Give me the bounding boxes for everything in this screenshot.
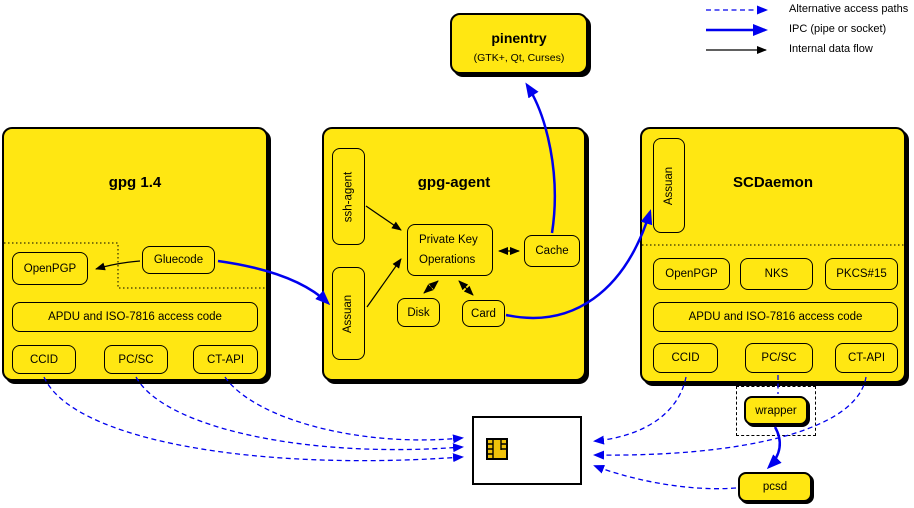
cache-box: Cache: [524, 235, 580, 267]
gpg14-ctapi-box: CT-API: [193, 345, 258, 374]
alt-pcsd-to-card: [593, 465, 737, 490]
gpg-agent-ssh-agent-label: ssh-agent: [342, 171, 355, 222]
gpg14-apdu-label: APDU and ISO-7816 access code: [48, 311, 222, 323]
scdaemon-title: SCDaemon: [732, 174, 814, 191]
pcsd-label: pcsd: [762, 481, 788, 493]
gpg14-pcsc-box: PC/SC: [104, 345, 168, 374]
scdaemon-ccid-label: CCID: [671, 352, 700, 364]
cache-label: Cache: [535, 245, 569, 257]
gpg14-openpgp-label: OpenPGP: [23, 262, 77, 275]
scdaemon-pkcs15-label: PKCS#15: [836, 268, 887, 280]
gpg14-title: gpg 1.4: [108, 174, 162, 191]
pinentry-title: pinentry: [491, 30, 547, 46]
wrapper-label: wrapper: [755, 404, 797, 417]
private-key-operations-line2: Operations: [419, 254, 476, 267]
gpg14-pcsc-label: PC/SC: [118, 353, 154, 366]
alt-gpg14-pcsc-to-card: [135, 376, 464, 453]
scdaemon-nks-label: NKS: [764, 268, 789, 280]
gpg14-gluecode-box: Gluecode: [142, 246, 215, 274]
scdaemon-ctapi-box: CT-API: [835, 343, 898, 373]
gpg-agent-assuan-box: Assuan: [332, 267, 365, 360]
gpg-agent-assuan-label: Assuan: [342, 294, 355, 333]
scdaemon-nks-box: NKS: [740, 258, 813, 290]
scdaemon-apdu-box: APDU and ISO-7816 access code: [653, 302, 898, 332]
private-key-operations-line1: Private Key: [419, 233, 478, 246]
alt-gpg14-ccid-to-card: [43, 376, 464, 463]
private-key-operations-box: Private Key Operations: [407, 224, 493, 276]
scdaemon-openpgp-label: OpenPGP: [665, 268, 718, 280]
scdaemon-ctapi-label: CT-API: [847, 352, 886, 364]
scdaemon-openpgp-box: OpenPGP: [653, 258, 730, 290]
gpg-agent-ssh-agent-box: ssh-agent: [332, 148, 365, 245]
alt-gpg14-ctapi-to-card: [224, 376, 464, 444]
scdaemon-assuan-box: Assuan: [653, 138, 685, 233]
legend-item-alt-paths: Alternative access paths: [789, 3, 909, 15]
gpg14-gluecode-label: Gluecode: [153, 254, 204, 266]
scdaemon-pkcs15-box: PKCS#15: [825, 258, 898, 290]
wrapper-box: wrapper: [744, 396, 808, 425]
scdaemon-ccid-box: CCID: [653, 343, 718, 373]
alt-scdaemon-ccid-to-card: [593, 376, 687, 445]
disk-label: Disk: [407, 306, 430, 319]
pcsd-box: pcsd: [738, 472, 812, 502]
gpg14-ctapi-label: CT-API: [206, 353, 245, 366]
gpg14-ccid-box: CCID: [12, 345, 76, 374]
alt-scdaemon-ctapi-to-card: [593, 376, 867, 460]
gpg14-apdu-box: APDU and ISO-7816 access code: [12, 302, 258, 332]
gpg-agent-title: gpg-agent: [417, 174, 491, 191]
card-label: Card: [471, 307, 496, 320]
legend-item-ipc: IPC (pipe or socket): [789, 23, 887, 35]
chip-icon: [486, 438, 508, 460]
scdaemon-apdu-label: APDU and ISO-7816 access code: [688, 311, 863, 323]
pinentry-box: [450, 13, 588, 74]
disk-box: Disk: [397, 298, 440, 327]
smartcard: [472, 416, 582, 485]
gpg14-openpgp-box: OpenPGP: [12, 252, 88, 285]
legend-item-internal: Internal data flow: [789, 43, 873, 55]
scdaemon-assuan-label: Assuan: [663, 166, 676, 205]
gpg14-ccid-label: CCID: [29, 353, 59, 366]
scdaemon-pcsc-label: PC/SC: [761, 352, 797, 364]
card-box: Card: [462, 300, 505, 327]
pinentry-subtitle: (GTK+, Qt, Curses): [473, 52, 565, 64]
scdaemon-pcsc-box: PC/SC: [745, 343, 813, 373]
